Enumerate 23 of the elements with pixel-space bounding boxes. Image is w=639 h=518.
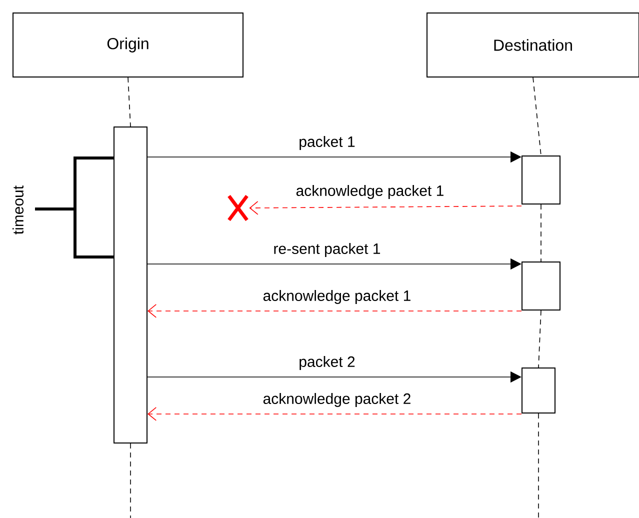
message-arrow [249,201,522,215]
lifeline [540,204,542,262]
activation-bar [522,368,556,414]
lifeline [538,413,539,518]
edge-label: packet 1 [300,136,355,150]
activation-bar [522,262,560,310]
participant-box: Destination [426,12,639,78]
lifeline [532,77,542,156]
edge-label: acknowledge packet 1 [296,185,444,199]
lifeline [130,443,131,518]
edge-label: packet 2 [300,356,355,370]
timeout-label: timeout [12,186,24,234]
edge-label: acknowledge packet 1 [263,290,410,304]
lifeline [538,310,542,368]
participant-box: Origin [12,12,244,78]
lifeline [128,77,131,127]
message-arrow [148,407,522,421]
cross-mark [228,195,248,221]
edge-label: acknowledge packet 2 [263,393,410,407]
message-arrow [148,304,522,318]
edge-label: re-sent packet 1 [274,243,380,257]
activation-bar [114,126,148,444]
activation-bar [522,156,560,204]
